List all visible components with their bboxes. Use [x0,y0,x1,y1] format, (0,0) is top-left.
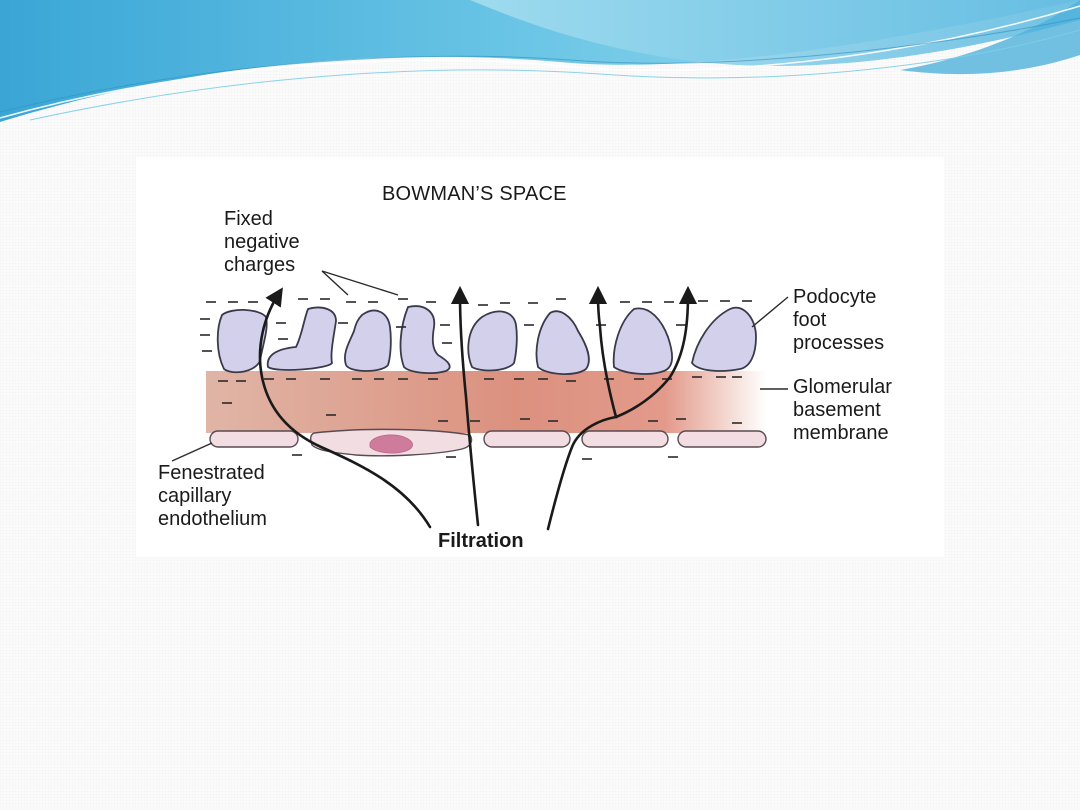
label-line: endothelium [158,508,267,530]
label-line: Glomerular [793,376,892,398]
label-line: membrane [793,422,889,444]
podocyte-foot [691,306,757,372]
podocyte-foot [612,307,673,375]
podocyte-foot [399,305,451,374]
podocyte-foot-processes [216,305,757,375]
filtration-arrow-icon [258,285,698,531]
label-filtration: Filtration [438,530,524,552]
leader-fixed-charges-2 [321,270,399,296]
endothelial-cell [677,430,767,448]
banner-curve-line-2 [0,17,1080,113]
label-fenestrated-capillary-endothelium: Fenestrated capillary endothelium [158,462,267,531]
podocyte-foot [266,306,337,371]
label-line: capillary [158,485,232,507]
endothelium-cells [209,428,767,457]
label-line: Podocyte [793,286,877,308]
label-line: processes [793,332,885,354]
leader-podocyte [751,296,789,328]
glomerular-basement-membrane [206,371,766,433]
endothelial-cell [209,430,299,448]
leader-fixed-charges-1 [321,270,349,296]
banner-curve-line-1 [0,5,1080,119]
endothelial-nucleus [369,434,413,454]
podocyte-foot [535,310,590,375]
banner-right-wave [900,0,1080,75]
fixed-negative-charges [200,298,752,460]
label-fixed-negative-charges: Fixed negative charges [224,208,300,277]
banner-curve-line-3 [29,29,1080,121]
label-line: foot [793,309,827,331]
label-podocyte-foot-processes: Podocyte foot processes [793,286,884,355]
podocyte-foot [344,309,392,372]
endothelial-cell [581,430,669,448]
leader-endothelium [171,442,213,462]
bowmans-space-title: BOWMAN’S SPACE [382,183,567,205]
endothelial-cell [483,430,571,448]
filtration-path-2 [450,285,480,527]
filtration-path-1 [258,287,432,529]
label-line: basement [793,399,881,421]
filtration-path-4 [614,285,698,419]
filtration-barrier-diagram [171,270,789,531]
label-line: Fenestrated [158,462,265,484]
glomerular-filtration-figure: BOWMAN’S SPACE Fixed negative charges Po… [136,157,944,557]
label-line: Fixed [224,208,273,230]
podocyte-foot [467,310,518,372]
label-line: negative [224,231,300,253]
label-line: charges [224,254,296,276]
leader-lines [171,270,789,462]
header-swoosh-banner [0,0,1080,122]
banner-light-wave [470,0,1080,66]
label-glomerular-basement-membrane: Glomerular basement membrane [793,376,892,445]
